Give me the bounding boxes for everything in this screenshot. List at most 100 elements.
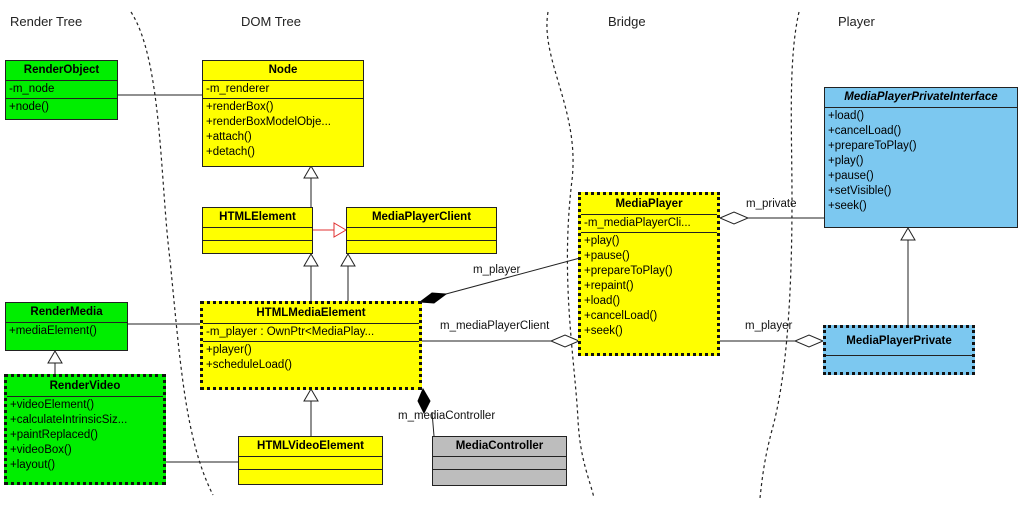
class-title: RenderObject [6, 61, 117, 81]
method: +detach() [206, 146, 255, 158]
class-title: MediaPlayerClient [347, 208, 496, 228]
method: +play() [584, 235, 620, 247]
method: +renderBox() [206, 101, 274, 113]
media-player-class[interactable]: MediaPlayer -m_mediaPlayerCli... +play()… [578, 192, 720, 356]
edge-label-m-media-player-client: m_mediaPlayerClient [440, 320, 550, 332]
attributes-section: -m_mediaPlayerCli... [581, 215, 717, 233]
class-title: MediaPlayerPrivateInterface [825, 88, 1017, 108]
inherit-arrow-rm [47, 350, 63, 364]
method: +seek() [828, 200, 867, 212]
m-media-player-client-diamond [549, 334, 581, 348]
methods-section: +videoElement() +calculateIntrinsicSiz..… [7, 397, 163, 474]
class-title: HTMLElement [203, 208, 312, 228]
methods-section [347, 241, 496, 253]
method: +renderBoxModelObje... [206, 116, 331, 128]
method: +cancelLoad() [584, 310, 658, 322]
render-object-class[interactable]: RenderObject -m_node +node() [5, 60, 118, 120]
methods-section: +load() +cancelLoad() +prepareToPlay() +… [825, 108, 1017, 215]
class-title: RenderMedia [6, 303, 127, 323]
attributes-section: -m_renderer [203, 81, 363, 99]
inherit-arrow-htmlelement [303, 253, 319, 267]
attributes-section [433, 457, 566, 470]
class-title: MediaController [433, 437, 566, 457]
inherit-arrow-mppi [900, 227, 916, 241]
methods-section [239, 470, 382, 482]
node-class[interactable]: Node -m_renderer +renderBox() +renderBox… [202, 60, 364, 167]
attribute: -m_mediaPlayerCli... [584, 217, 691, 229]
method: +paintReplaced() [10, 429, 98, 441]
class-title: HTMLVideoElement [239, 437, 382, 457]
edge-label-m-player-right: m_player [745, 320, 793, 332]
attributes-section: -m_node [6, 81, 117, 99]
method: +load() [828, 110, 865, 122]
attributes-section [239, 457, 382, 470]
methods-section: +node() [6, 99, 117, 116]
edge-label-m-private: m_private [746, 198, 797, 210]
methods-section [433, 470, 566, 482]
attributes-section [347, 228, 496, 241]
method: +prepareToPlay() [584, 265, 673, 277]
lane-title-dom-tree: DOM Tree [241, 14, 301, 29]
attribute: -m_renderer [206, 83, 270, 95]
attributes-section [826, 356, 972, 364]
class-title: Node [203, 61, 363, 81]
method: +setVisible() [828, 185, 892, 197]
method: +seek() [584, 325, 623, 337]
media-player-private-interface-class[interactable]: MediaPlayerPrivateInterface +load() +can… [824, 87, 1018, 228]
m-player-diamond [418, 292, 448, 304]
edge-label-m-player: m_player [473, 264, 521, 276]
render-media-class[interactable]: RenderMedia +mediaElement() [5, 302, 128, 351]
html-media-element-class[interactable]: HTMLMediaElement -m_player : OwnPtr<Medi… [200, 301, 422, 390]
method: +layout() [10, 459, 56, 471]
methods-section: +player() +scheduleLoad() [203, 342, 419, 374]
media-player-private-class[interactable]: MediaPlayerPrivate [823, 325, 975, 375]
method: +prepareToPlay() [828, 140, 917, 152]
methods-section: +play() +pause() +prepareToPlay() +repai… [581, 233, 717, 340]
class-title: MediaPlayer [581, 195, 717, 215]
method: +videoBox() [10, 444, 72, 456]
inherit-arrow-mpc [340, 253, 356, 267]
method: +player() [206, 344, 252, 356]
inherit-arrow-hme [303, 388, 319, 402]
method: +pause() [584, 250, 630, 262]
methods-section: +renderBox() +renderBoxModelObje... +att… [203, 99, 363, 161]
class-title: HTMLMediaElement [203, 304, 419, 324]
m-private-diamond [718, 211, 750, 225]
inherit-arrow-node [303, 165, 319, 179]
methods-section: +mediaElement() [6, 323, 127, 340]
lane-separator-render-dom [130, 11, 214, 496]
m-player-right-diamond [793, 334, 825, 348]
attribute: -m_player : OwnPtr<MediaPlay... [206, 326, 375, 338]
method: +attach() [206, 131, 252, 143]
media-player-client-class[interactable]: MediaPlayerClient [346, 207, 497, 254]
attributes-section [203, 228, 312, 241]
method: +mediaElement() [9, 325, 97, 337]
method: +load() [584, 295, 621, 307]
lane-title-player: Player [838, 14, 875, 29]
method: +repaint() [584, 280, 634, 292]
render-video-class[interactable]: RenderVideo +videoElement() +calculateIn… [4, 374, 166, 485]
media-controller-class[interactable]: MediaController [432, 436, 567, 486]
methods-section [203, 241, 312, 253]
lane-title-bridge: Bridge [608, 14, 646, 29]
m-media-controller-diamond [417, 387, 431, 415]
method: +pause() [828, 170, 874, 182]
lane-separator-bridge-player [759, 11, 800, 499]
edge-label-m-media-controller: m_mediaController [398, 410, 496, 422]
method: +calculateIntrinsicSiz... [10, 414, 128, 426]
m-media-controller-line [431, 411, 435, 437]
html-element-class[interactable]: HTMLElement [202, 207, 313, 254]
method: +node() [9, 101, 49, 113]
attribute: -m_node [9, 83, 55, 95]
m-player-line [445, 257, 581, 295]
html-video-element-class[interactable]: HTMLVideoElement [238, 436, 383, 485]
method: +play() [828, 155, 864, 167]
inherit-arrow-red [333, 222, 347, 238]
class-title: RenderVideo [7, 377, 163, 397]
method: +scheduleLoad() [206, 359, 292, 371]
attributes-section: -m_player : OwnPtr<MediaPlay... [203, 324, 419, 342]
method: +cancelLoad() [828, 125, 902, 137]
lane-title-render-tree: Render Tree [10, 14, 83, 29]
